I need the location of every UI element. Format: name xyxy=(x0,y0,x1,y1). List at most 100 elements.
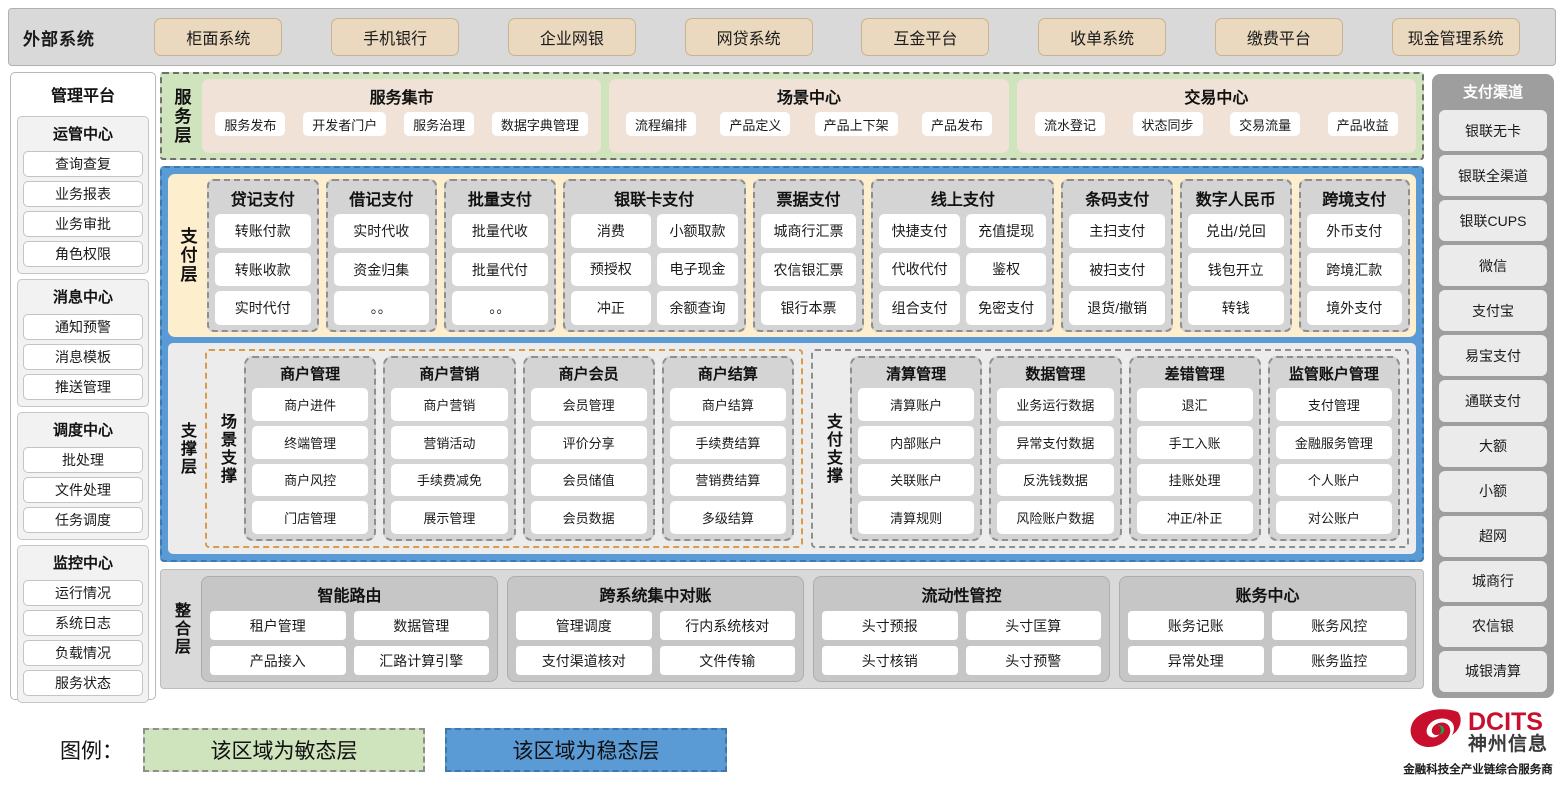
payment-channel-item[interactable]: 银联全渠道 xyxy=(1439,155,1547,197)
support-item[interactable]: 异常支付数据 xyxy=(997,425,1114,459)
service-chip[interactable]: 状态同步 xyxy=(1132,112,1203,136)
support-item[interactable]: 金融服务管理 xyxy=(1275,425,1392,459)
payment-item[interactable]: 转账收款 xyxy=(215,252,311,287)
service-chip[interactable]: 流程编排 xyxy=(625,112,696,136)
integration-item[interactable]: 行内系统核对 xyxy=(659,611,795,640)
integration-item[interactable]: 产品接入 xyxy=(210,646,346,675)
support-item[interactable]: 多级结算 xyxy=(669,501,786,534)
payment-item[interactable]: 代收代付 xyxy=(879,252,960,287)
management-item[interactable]: 业务报表 xyxy=(23,181,143,207)
external-system-chip[interactable]: 柜面系统 xyxy=(154,18,283,56)
support-item[interactable]: 门店管理 xyxy=(252,501,369,534)
external-system-chip[interactable]: 手机银行 xyxy=(331,18,460,56)
payment-item[interactable]: 鉴权 xyxy=(965,252,1047,287)
support-item[interactable]: 风险账户数据 xyxy=(997,501,1114,534)
payment-channel-item[interactable]: 微信 xyxy=(1439,245,1547,287)
support-item[interactable]: 评价分享 xyxy=(530,425,647,459)
management-item[interactable]: 批处理 xyxy=(23,447,143,473)
payment-item[interactable]: 跨境汇款 xyxy=(1306,252,1403,287)
external-system-chip[interactable]: 现金管理系统 xyxy=(1391,18,1520,56)
payment-item[interactable]: 电子现金 xyxy=(657,252,738,287)
integration-item[interactable]: 异常处理 xyxy=(1128,646,1264,675)
service-chip[interactable]: 数据字典管理 xyxy=(491,112,588,136)
integration-item[interactable]: 头寸预警 xyxy=(965,646,1101,675)
service-chip[interactable]: 开发者门户 xyxy=(303,112,387,136)
payment-item[interactable]: 资金归集 xyxy=(333,252,430,287)
integration-item[interactable]: 头寸核销 xyxy=(822,646,958,675)
management-item[interactable]: 系统日志 xyxy=(23,610,143,636)
payment-item[interactable]: 被扫支付 xyxy=(1069,252,1165,287)
integration-item[interactable]: 汇路计算引擎 xyxy=(353,646,489,675)
payment-item[interactable]: 批量代收 xyxy=(452,214,548,248)
payment-item[interactable]: 转账付款 xyxy=(215,214,311,248)
payment-item[interactable]: 退货/撤销 xyxy=(1069,291,1165,326)
support-item[interactable]: 商户结算 xyxy=(669,388,786,421)
support-item[interactable]: 商户风控 xyxy=(252,463,369,497)
support-item[interactable]: 支付管理 xyxy=(1275,388,1392,421)
payment-item[interactable]: 小额取款 xyxy=(657,214,738,248)
management-item[interactable]: 文件处理 xyxy=(23,477,143,503)
external-system-chip[interactable]: 企业网银 xyxy=(507,18,636,56)
payment-item[interactable]: 主扫支付 xyxy=(1069,214,1165,248)
support-item[interactable]: 退汇 xyxy=(1136,388,1253,421)
support-item[interactable]: 营销费结算 xyxy=(669,463,786,497)
payment-item[interactable]: 充值提现 xyxy=(965,214,1047,248)
payment-item[interactable]: 批量代付 xyxy=(452,252,548,287)
support-item[interactable]: 冲正/补正 xyxy=(1136,501,1253,534)
management-item[interactable]: 负载情况 xyxy=(23,640,143,666)
integration-item[interactable]: 支付渠道核对 xyxy=(516,646,652,675)
payment-item[interactable]: 冲正 xyxy=(570,291,652,325)
payment-item[interactable]: 兑出/兑回 xyxy=(1188,214,1284,248)
support-item[interactable]: 清算规则 xyxy=(858,501,975,534)
payment-item[interactable]: 预授权 xyxy=(570,252,652,287)
payment-item[interactable]: 免密支付 xyxy=(965,291,1047,325)
management-item[interactable]: 服务状态 xyxy=(23,670,143,696)
support-item[interactable]: 会员管理 xyxy=(530,388,647,421)
management-item[interactable]: 运行情况 xyxy=(23,580,143,606)
support-item[interactable]: 关联账户 xyxy=(858,463,975,497)
service-chip[interactable]: 产品收益 xyxy=(1327,112,1398,136)
integration-item[interactable]: 账务监控 xyxy=(1271,646,1407,675)
payment-item[interactable]: 外币支付 xyxy=(1306,214,1403,248)
payment-item[interactable]: 快捷支付 xyxy=(879,214,960,248)
support-item[interactable]: 终端管理 xyxy=(252,425,369,459)
payment-item[interactable]: 。。 xyxy=(452,291,548,326)
support-item[interactable]: 会员数据 xyxy=(530,501,647,534)
payment-item[interactable]: 实时代收 xyxy=(333,214,430,248)
payment-channel-item[interactable]: 易宝支付 xyxy=(1439,335,1547,377)
integration-item[interactable]: 头寸预报 xyxy=(822,611,958,640)
integration-item[interactable]: 租户管理 xyxy=(210,611,346,640)
service-chip[interactable]: 服务发布 xyxy=(215,112,286,136)
payment-channel-item[interactable]: 超网 xyxy=(1439,515,1547,557)
service-chip[interactable]: 流水登记 xyxy=(1034,112,1105,136)
integration-item[interactable]: 头寸匡算 xyxy=(965,611,1101,640)
payment-channel-item[interactable]: 城银清算 xyxy=(1439,650,1547,693)
management-item[interactable]: 任务调度 xyxy=(23,507,143,533)
support-item[interactable]: 内部账户 xyxy=(858,425,975,459)
support-item[interactable]: 挂账处理 xyxy=(1136,463,1253,497)
payment-item[interactable]: 境外支付 xyxy=(1306,291,1403,326)
management-item[interactable]: 查询查复 xyxy=(23,151,143,177)
payment-channel-item[interactable]: 通联支付 xyxy=(1439,380,1547,422)
integration-item[interactable]: 账务记账 xyxy=(1128,611,1264,640)
support-item[interactable]: 手续费结算 xyxy=(669,425,786,459)
support-item[interactable]: 业务运行数据 xyxy=(997,388,1114,421)
service-chip[interactable]: 交易流量 xyxy=(1230,112,1301,136)
support-item[interactable]: 手工入账 xyxy=(1136,425,1253,459)
support-item[interactable]: 营销活动 xyxy=(391,425,508,459)
payment-item[interactable]: 银行本票 xyxy=(760,291,857,326)
payment-item[interactable]: 组合支付 xyxy=(879,291,960,325)
service-chip[interactable]: 产品定义 xyxy=(720,112,791,136)
payment-channel-item[interactable]: 银联无卡 xyxy=(1439,110,1547,152)
payment-item[interactable]: 农信银汇票 xyxy=(760,252,857,287)
integration-item[interactable]: 文件传输 xyxy=(659,646,795,675)
support-item[interactable]: 反洗钱数据 xyxy=(997,463,1114,497)
payment-channel-item[interactable]: 小额 xyxy=(1439,470,1547,512)
payment-item[interactable]: 。。 xyxy=(333,291,430,326)
external-system-chip[interactable]: 互金平台 xyxy=(861,18,990,56)
integration-item[interactable]: 数据管理 xyxy=(353,611,489,640)
management-item[interactable]: 通知预警 xyxy=(23,314,143,340)
external-system-chip[interactable]: 缴费平台 xyxy=(1214,18,1343,56)
payment-channel-item[interactable]: 城商行 xyxy=(1439,560,1547,602)
payment-channel-item[interactable]: 大额 xyxy=(1439,425,1547,467)
